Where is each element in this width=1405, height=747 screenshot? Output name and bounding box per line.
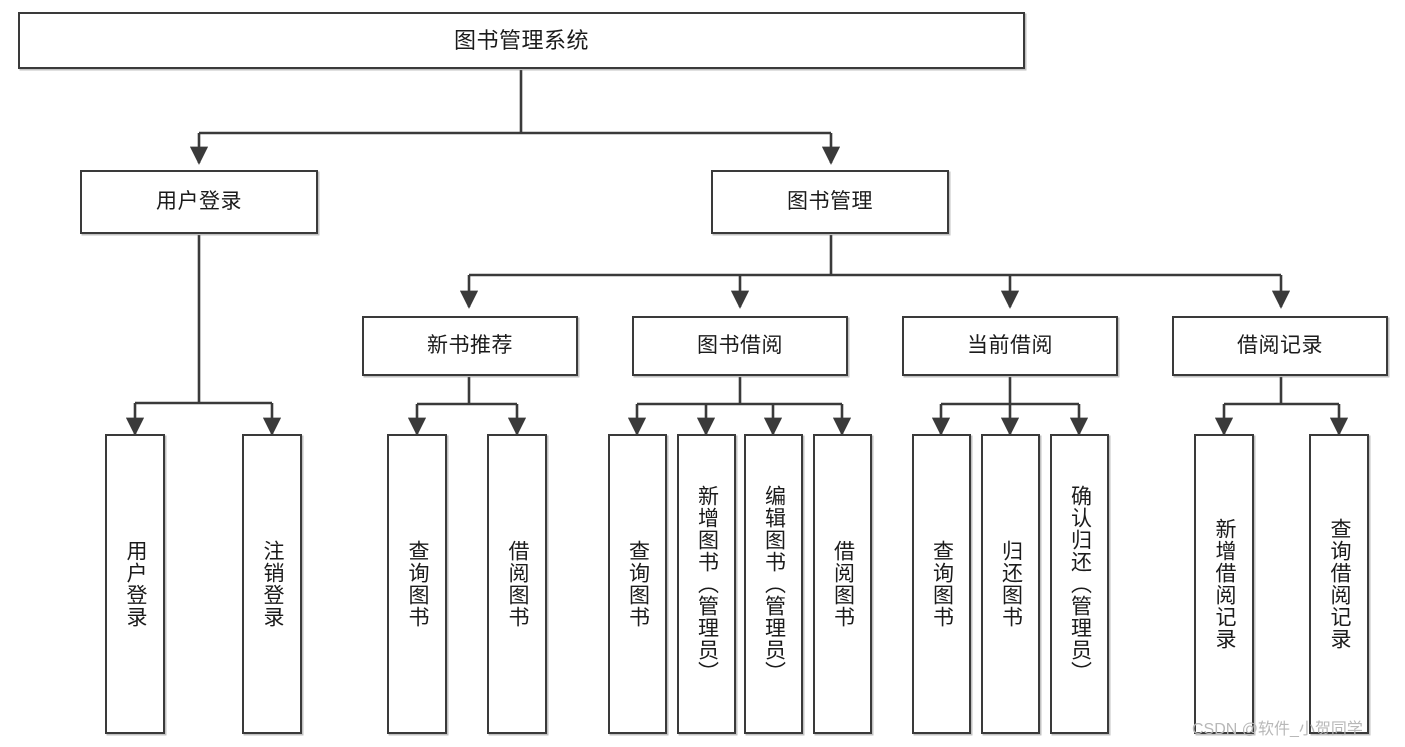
node-label: 用户登录 xyxy=(156,189,242,213)
leaf-query-book-borrow[interactable]: 查询图书 xyxy=(608,434,667,734)
node-label: 新书推荐 xyxy=(427,333,513,357)
node-label: 新增图书（管理员） xyxy=(695,485,719,683)
node-root-system[interactable]: 图书管理系统 xyxy=(18,12,1025,69)
node-label: 确认归还（管理员） xyxy=(1068,485,1092,683)
node-label: 归还图书 xyxy=(999,540,1023,628)
leaf-borrow-book-recommend[interactable]: 借阅图书 xyxy=(487,434,547,734)
leaf-borrow-book[interactable]: 借阅图书 xyxy=(813,434,872,734)
node-label: 图书管理 xyxy=(787,189,873,213)
leaf-query-book-current[interactable]: 查询图书 xyxy=(912,434,971,734)
csdn-watermark: CSDN @软件_小贺同学 xyxy=(1192,721,1363,738)
node-new-book-recommend[interactable]: 新书推荐 xyxy=(362,316,578,376)
node-book-borrow[interactable]: 图书借阅 xyxy=(632,316,848,376)
leaf-query-book-recommend[interactable]: 查询图书 xyxy=(387,434,447,734)
node-label: 借阅记录 xyxy=(1237,333,1323,357)
leaf-logout[interactable]: 注销登录 xyxy=(242,434,302,734)
node-label: 图书管理系统 xyxy=(453,27,589,53)
node-label: 借阅图书 xyxy=(506,540,530,628)
node-user-login[interactable]: 用户登录 xyxy=(80,170,318,234)
leaf-query-borrow-record[interactable]: 查询借阅记录 xyxy=(1309,434,1369,734)
leaf-edit-book-admin[interactable]: 编辑图书（管理员） xyxy=(744,434,803,734)
node-book-management[interactable]: 图书管理 xyxy=(711,170,949,234)
node-label: 新增借阅记录 xyxy=(1213,518,1237,650)
node-label: 用户登录 xyxy=(124,540,148,628)
node-current-borrow[interactable]: 当前借阅 xyxy=(902,316,1118,376)
leaf-add-borrow-record[interactable]: 新增借阅记录 xyxy=(1194,434,1254,734)
node-label: 查询图书 xyxy=(930,540,954,628)
node-label: 查询借阅记录 xyxy=(1328,518,1352,650)
node-label: 查询图书 xyxy=(406,540,430,628)
node-borrow-records[interactable]: 借阅记录 xyxy=(1172,316,1388,376)
node-label: 图书借阅 xyxy=(697,333,783,357)
node-label: 编辑图书（管理员） xyxy=(762,485,786,683)
leaf-return-book[interactable]: 归还图书 xyxy=(981,434,1040,734)
leaf-add-book-admin[interactable]: 新增图书（管理员） xyxy=(677,434,736,734)
node-label: 查询图书 xyxy=(626,540,650,628)
node-label: 注销登录 xyxy=(261,540,285,628)
node-label: 当前借阅 xyxy=(967,333,1053,357)
leaf-user-login[interactable]: 用户登录 xyxy=(105,434,165,734)
leaf-confirm-return-admin[interactable]: 确认归还（管理员） xyxy=(1050,434,1109,734)
node-label: 借阅图书 xyxy=(831,540,855,628)
